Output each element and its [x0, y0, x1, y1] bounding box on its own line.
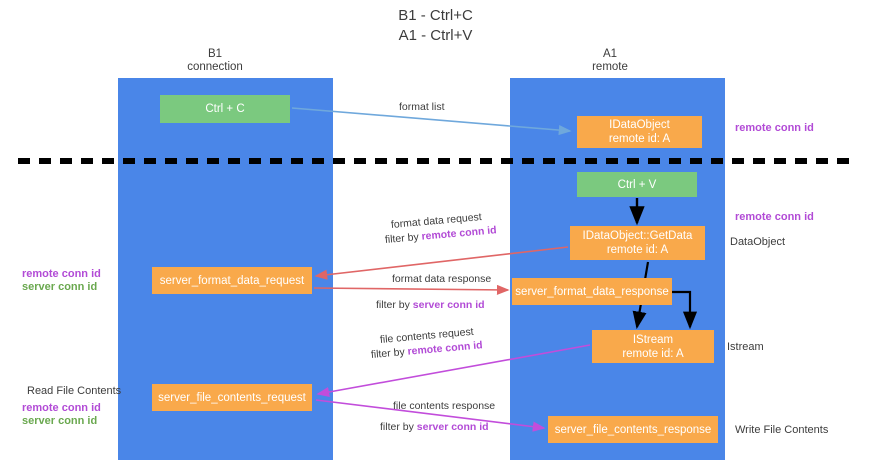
annotation-format-data-response-filter: filter by server conn id — [376, 299, 485, 312]
filter-value-server-conn-id: server conn id — [416, 421, 489, 433]
node-server-format-data-response-label: server_format_data_response — [515, 285, 669, 298]
arrow-format-list — [291, 107, 572, 136]
annotation-format-data-response: format data response — [392, 273, 492, 285]
filter-prefix: filter by — [384, 230, 423, 246]
node-ctrl-v-label: Ctrl + V — [617, 178, 657, 191]
filter-prefix: filter by — [370, 345, 409, 361]
node-ctrl-c[interactable]: Ctrl + C — [160, 95, 290, 123]
column-header-b1: B1 connection — [125, 48, 305, 74]
label-left-server-conn-id-bottom: server conn id — [22, 415, 98, 427]
node-idataobject-sublabel: remote id: A — [608, 133, 671, 145]
arrow-file-contents-request — [316, 344, 591, 398]
column-header-b1-name: B1 — [207, 48, 223, 60]
node-istream-sublabel: remote id: A — [622, 347, 684, 360]
label-read-file-contents: Read File Contents — [27, 385, 122, 397]
column-header-a1-role: remote — [592, 61, 628, 73]
label-dataobject: DataObject — [730, 236, 786, 248]
node-server-file-contents-request-label: server_file_contents_request — [158, 391, 306, 404]
node-server-file-contents-response[interactable]: server_file_contents_response — [548, 416, 718, 443]
label-left-remote-conn-id-bottom: remote conn id — [22, 402, 101, 414]
arrow-file-contents-response — [315, 399, 546, 432]
node-istream-label: IStream — [632, 333, 674, 346]
node-istream[interactable]: IStream remote id: A — [592, 330, 714, 363]
node-ctrl-v[interactable]: Ctrl + V — [577, 172, 697, 197]
label-left-remote-conn-id-top: remote conn id — [22, 268, 101, 280]
annotation-format-list: format list — [399, 101, 445, 113]
label-remote-conn-id-mid: remote conn id — [735, 211, 814, 223]
filter-prefix: filter by — [380, 421, 417, 433]
node-getdata[interactable]: IDataObject::GetData remote id: A — [570, 226, 705, 260]
label-istream: Istream — [727, 341, 764, 353]
node-server-file-contents-response-label: server_file_contents_response — [554, 423, 712, 436]
node-server-file-contents-request[interactable]: server_file_contents_request — [152, 384, 312, 411]
title-line-1: B1 - Ctrl+C — [398, 7, 473, 24]
node-getdata-sublabel: remote id: A — [606, 244, 669, 256]
annotation-file-contents-response-filter: filter by server conn id — [380, 421, 489, 434]
node-idataobject[interactable]: IDataObject remote id: A — [577, 116, 702, 148]
filter-prefix: filter by — [376, 299, 413, 311]
node-server-format-data-request[interactable]: server_format_data_request — [152, 267, 312, 294]
annotation-file-contents-response: file contents response — [393, 400, 496, 412]
node-server-format-data-response[interactable]: server_format_data_response — [512, 278, 672, 305]
label-left-server-conn-id-top: server conn id — [22, 281, 98, 293]
title-line-2: A1 - Ctrl+V — [398, 27, 473, 44]
label-group-conn-ids-top: remote conn id server conn id — [22, 268, 101, 294]
column-header-b1-role: connection — [187, 61, 243, 73]
arrow-format-data-response — [313, 284, 510, 296]
node-idataobject-label: IDataObject — [609, 119, 670, 131]
label-group-conn-ids-bottom: remote conn id server conn id — [22, 402, 101, 428]
column-header-a1: A1 remote — [520, 48, 700, 74]
node-getdata-label: IDataObject::GetData — [582, 230, 693, 242]
arrow-format-data-request — [314, 246, 569, 280]
page-title: B1 - Ctrl+C A1 - Ctrl+V — [0, 6, 871, 46]
arrow-response-istream — [668, 290, 698, 330]
filter-value-server-conn-id: server conn id — [412, 299, 485, 311]
label-write-file-contents: Write File Contents — [735, 424, 829, 436]
column-header-a1-name: A1 — [602, 48, 618, 60]
node-ctrl-c-label: Ctrl + C — [205, 103, 245, 115]
label-remote-conn-id-top: remote conn id — [735, 122, 814, 134]
node-server-format-data-request-label: server_format_data_request — [159, 274, 305, 287]
